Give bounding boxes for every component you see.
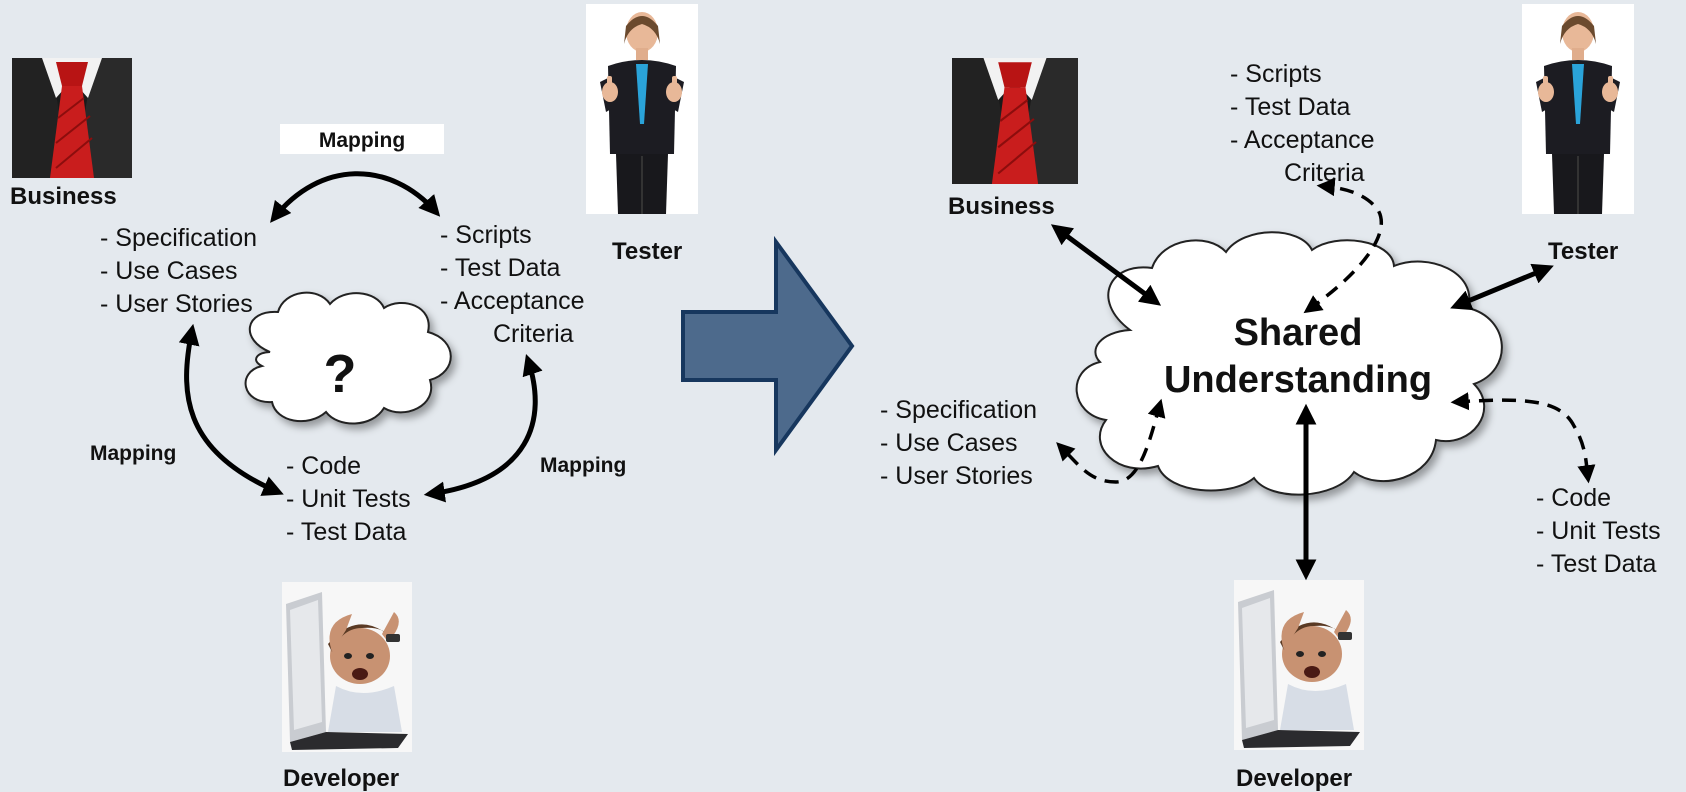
list-item: - Use Cases xyxy=(880,429,1018,457)
right-business-label: Business xyxy=(948,193,1055,220)
left-business-label: Business xyxy=(10,183,117,210)
left-tester-label: Tester xyxy=(612,238,682,265)
mapping-left-label: Mapping xyxy=(90,442,176,465)
tester-thumbs-up-photo xyxy=(585,3,699,215)
list-item: - Test Data xyxy=(286,518,407,546)
list-item: - Code xyxy=(286,452,361,480)
cloud-tester-items-arrow xyxy=(1303,177,1384,314)
right-tester-items: - Scripts - Test Data - Acceptance Crite… xyxy=(1230,60,1375,187)
business-tie-photo xyxy=(11,57,133,179)
list-item: - Specification xyxy=(880,396,1037,424)
list-item: - Acceptance xyxy=(1230,126,1375,154)
right-developer-items: - Code - Unit Tests - Test Data xyxy=(1536,484,1661,578)
list-item: - Code xyxy=(1536,484,1611,512)
left-developer-label: Developer xyxy=(283,765,399,792)
list-item: Criteria xyxy=(1284,159,1365,187)
list-item: - Test Data xyxy=(1230,93,1351,121)
right-tester-label: Tester xyxy=(1548,238,1618,265)
mapping-left-arrow xyxy=(178,323,284,496)
list-item: - Test Data xyxy=(440,254,561,282)
question-mark: ? xyxy=(324,344,357,404)
business-tie-photo xyxy=(950,56,1080,186)
right-business-items: - Specification - Use Cases - User Stori… xyxy=(880,396,1037,490)
right-diagram: Business Tester Developer Shared Underst… xyxy=(880,3,1661,792)
cloud-developer-items-arrow xyxy=(1450,392,1596,484)
list-item: - Unit Tests xyxy=(286,485,411,513)
cloud-business-items-arrow xyxy=(1056,398,1166,484)
mapping-top-label: Mapping xyxy=(319,129,405,152)
tester-cloud-arrow xyxy=(1450,263,1554,311)
cloud-title-line1: Shared xyxy=(1234,312,1363,354)
list-item: - User Stories xyxy=(880,462,1033,490)
cloud-title-line2: Understanding xyxy=(1164,359,1432,401)
mapping-right-arrow xyxy=(423,354,543,503)
list-item: - Use Cases xyxy=(100,257,238,285)
list-item: - Test Data xyxy=(1536,550,1657,578)
developer-frustrated-photo xyxy=(282,582,412,752)
left-tester-items: - Scripts - Test Data - Acceptance Crite… xyxy=(440,221,585,348)
list-item: - Specification xyxy=(100,224,257,252)
list-item: - Scripts xyxy=(440,221,532,249)
business-cloud-arrow xyxy=(1050,224,1162,306)
list-item: - Scripts xyxy=(1230,60,1322,88)
right-developer-label: Developer xyxy=(1236,765,1352,792)
tester-thumbs-up-photo xyxy=(1521,3,1635,215)
list-item: - User Stories xyxy=(100,290,253,318)
list-item: Criteria xyxy=(493,320,574,348)
list-item: - Acceptance xyxy=(440,287,585,315)
mapping-top-arrow xyxy=(270,171,441,223)
left-business-items: - Specification - Use Cases - User Stori… xyxy=(100,224,257,318)
list-item: - Unit Tests xyxy=(1536,517,1661,545)
left-diagram: Business Tester Developer - Specificatio… xyxy=(10,3,699,792)
transition-arrow-icon xyxy=(681,235,855,457)
mapping-top-box xyxy=(280,124,444,154)
left-developer-items: - Code - Unit Tests - Test Data xyxy=(286,452,411,546)
developer-frustrated-photo xyxy=(1234,580,1364,750)
mapping-right-label: Mapping xyxy=(540,454,626,477)
